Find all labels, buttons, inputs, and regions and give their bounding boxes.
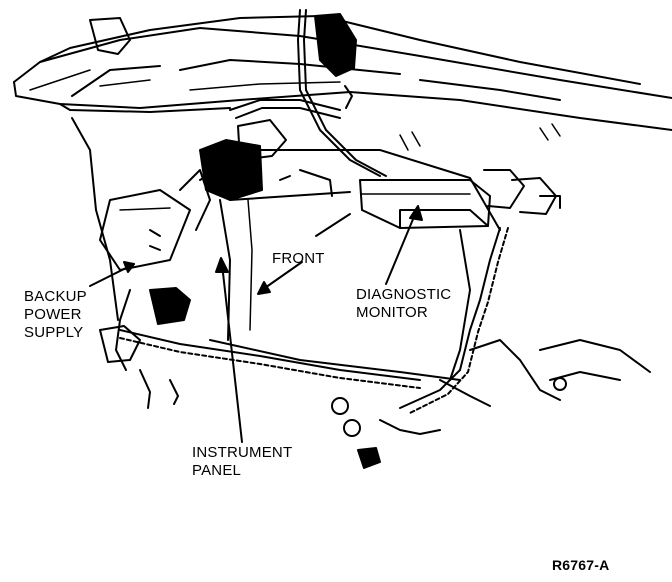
diagnostic-monitor-module bbox=[359, 169, 561, 229]
label-line: SUPPLY bbox=[24, 324, 84, 341]
label-line: INSTRUMENT bbox=[192, 444, 293, 461]
leader-front bbox=[257, 213, 351, 295]
left-bracket bbox=[71, 17, 211, 321]
fasteners bbox=[331, 377, 567, 469]
label-line: R6767-A bbox=[552, 557, 610, 573]
leader-diagnostic bbox=[385, 205, 423, 285]
wire-harness-lower bbox=[99, 287, 421, 409]
dashboard-top bbox=[13, 15, 672, 151]
label-line: PANEL bbox=[192, 462, 242, 479]
label-line: DIAGNOSTIC bbox=[356, 286, 452, 303]
figure-reference: R6767-A bbox=[552, 556, 609, 574]
label-instrument-panel: INSTRUMENT PANEL bbox=[192, 444, 292, 480]
wire-harness-upper bbox=[199, 9, 387, 201]
leader-instrument bbox=[215, 257, 243, 443]
label-diagnostic-monitor: DIAGNOSTIC MONITOR bbox=[356, 286, 451, 322]
label-line: POWER bbox=[24, 306, 82, 323]
label-line: MONITOR bbox=[356, 304, 428, 321]
label-backup-power-supply: BACKUP POWER SUPPLY bbox=[24, 288, 87, 342]
instrument-panel-opening bbox=[199, 149, 501, 381]
wire-harness-right bbox=[379, 227, 651, 435]
leader-backup bbox=[89, 261, 135, 287]
label-line: FRONT bbox=[272, 250, 325, 267]
label-front: FRONT bbox=[272, 250, 325, 268]
label-line: BACKUP bbox=[24, 288, 87, 305]
